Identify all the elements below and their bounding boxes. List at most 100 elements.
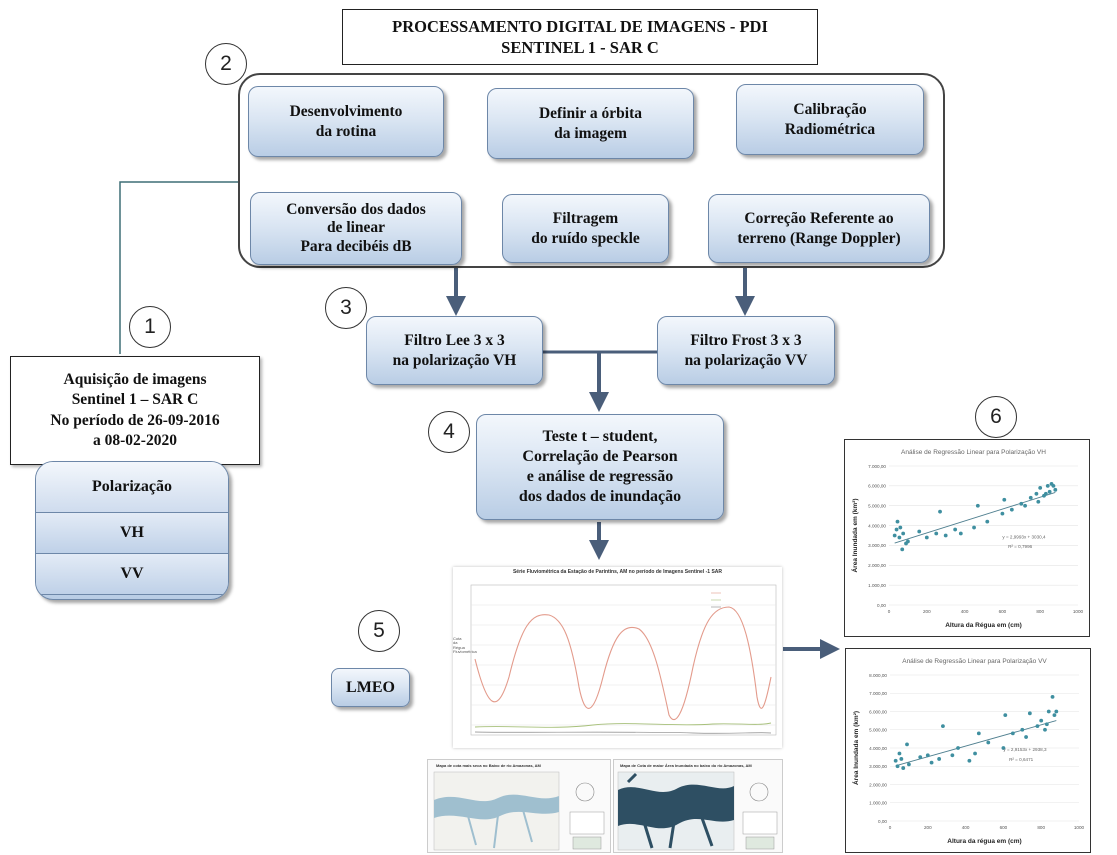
data-point [1051,483,1056,488]
box-terrain-line-1: Correção Referente ao [744,210,894,228]
x-tick-label: 600 [999,609,1007,614]
title-line-1: PROCESSAMENTO DIGITAL DE IMAGENS - PDI [392,16,768,36]
x-tick-label: 0 [889,825,892,830]
series-line-2 [474,722,772,728]
map-dry-title: Mapa de cota mais seca no Baixo de rio A… [436,763,541,768]
series-chart-panel: Série Fluviométrica da Estação de Parint… [453,567,782,748]
x-tick-label: 800 [1036,609,1044,614]
data-point [1034,491,1039,496]
y-tick-label: 1.000,00 [868,583,886,588]
data-point [1050,695,1055,699]
y-tick-label: 2.000,00 [869,782,887,787]
trend-line [895,720,1057,767]
box-db-line-1: Conversão dos dados [286,200,426,218]
data-point [1053,487,1058,492]
data-point [934,531,939,536]
x-axis-label: Altura da régua em (cm) [947,838,1021,845]
polarization-header: Polarização [36,462,228,513]
x-tick-label: 1000 [1073,609,1084,614]
data-point [1044,722,1049,727]
box-frost-filter: Filtro Frost 3 x 3 na polarização VV [657,316,835,385]
data-point [907,762,911,767]
box-calibration-line-1: Calibração [793,101,867,119]
data-point [1024,735,1028,739]
step-2-circle: 2 [205,43,247,85]
data-point [1019,501,1024,506]
acquisition-line-4: a 08-02-2020 [93,431,177,449]
box-develop-routine: Desenvolvimento da rotina [248,86,444,157]
y-tick-label: 0,00 [877,603,886,608]
box-lee-line-1: Filtro Lee 3 x 3 [404,332,505,350]
box-calibration-line-2: Radiométrica [784,120,876,138]
data-point [894,527,899,532]
polarization-item-vv: VV [36,554,228,595]
step-4-circle: 4 [428,411,470,453]
y-tick-label: 4.000,00 [869,746,887,751]
river-dry [434,794,559,820]
data-point [985,519,990,524]
polarization-list: Polarização VH VV [35,461,229,600]
data-point [1009,507,1014,512]
y-tick-label: 8.000,00 [869,673,887,678]
y-tick-label: 3.000,00 [869,764,887,769]
data-point [900,547,905,552]
y-tick-label: 0,00 [878,819,887,824]
data-point [1052,713,1057,718]
analysis-line-1: Teste t – student, [542,428,658,445]
box-db-conversion: Conversão dos dados de linear Para decib… [250,192,462,265]
acquisition-line-1: Aquisição de imagens [63,371,207,389]
data-point [929,760,934,765]
data-point [943,533,948,538]
regression-title: Análise de Regressão Linear para Polariz… [902,658,1047,665]
map-flood-panel: Mapa de Cota de maior Área Inundada no b… [613,759,783,853]
y-tick-label: 4.000,00 [868,523,886,528]
data-point [975,503,980,508]
data-point [1047,489,1052,494]
box-define-orbit-line-1: Definir a órbita [538,105,643,123]
series-stage-line [474,606,772,721]
box-statistical-analysis: Teste t – student, Correlação de Pearson… [476,414,724,520]
data-point [895,519,900,524]
y-tick-label: 1.000,00 [869,801,887,806]
data-point [1035,724,1040,728]
data-point [938,509,942,514]
x-tick-label: 200 [924,825,932,830]
data-point [917,529,922,534]
regression-equation: y = 2,9153x + 2938,3 [1003,747,1047,752]
data-point [924,535,929,540]
compass-icon [575,782,595,802]
x-tick-label: 400 [961,609,969,614]
regression-vh-chart: Análise de Regressão Linear para Polariz… [850,449,1084,629]
box-db-line-2: de linear [326,219,386,237]
data-point [901,531,906,536]
data-point [897,751,902,756]
series-chart-ylabel: Cota da Régua Fluviométrica [453,636,477,655]
data-point [1028,495,1033,500]
box-terrain-line-2: terreno (Range Doppler) [737,229,901,247]
analysis-line-4: dos dados de inundação [518,488,682,505]
data-point [895,764,900,769]
data-point [918,755,923,760]
map-legend-box-2 [742,811,778,835]
data-point [925,753,930,758]
box-image-acquisition: Aquisição de imagens Sentinel 1 – SAR C … [10,356,260,465]
y-tick-label: 7.000,00 [869,691,887,696]
box-frost-line-1: Filtro Frost 3 x 3 [690,332,802,350]
data-point [1000,511,1005,516]
series-chart-svg [470,584,777,736]
box-define-orbit: Definir a órbita da imagem [487,88,694,159]
step-5-circle: 5 [358,610,400,652]
data-point [973,751,977,756]
title-line-2: SENTINEL 1 - SAR C [501,38,659,57]
data-point [897,535,902,540]
series-chart-title: Série Fluviométrica da Estação de Parint… [512,569,723,575]
data-point [976,731,981,736]
data-point [1043,491,1048,496]
y-axis-label: Área Inundada em (km²) [850,498,859,572]
data-point [950,753,955,758]
step-3-circle: 3 [325,287,367,329]
compass-icon-2 [749,782,769,802]
data-point [893,758,898,763]
map-logo-box [572,836,602,850]
box-lee-filter: Filtro Lee 3 x 3 na polarização VH [366,316,543,385]
